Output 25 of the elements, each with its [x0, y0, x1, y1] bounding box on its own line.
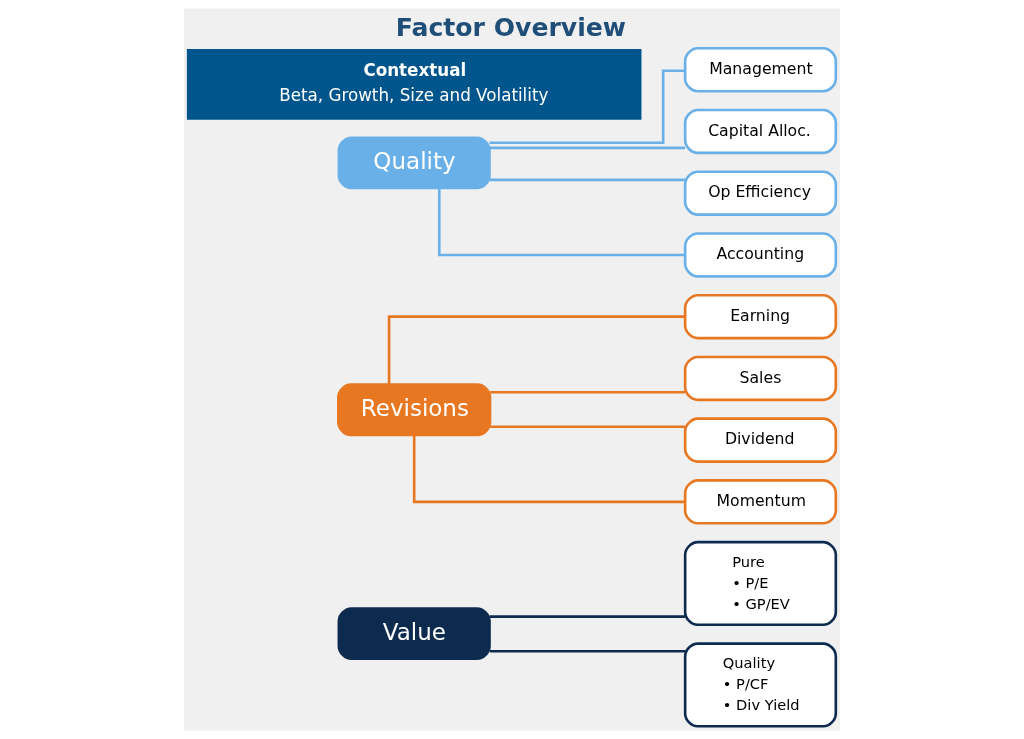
connector [489, 615, 686, 618]
connector [490, 390, 685, 394]
node-box: Quality [337, 136, 491, 190]
node-box: Quality • P/CF • Div Yield [683, 642, 838, 728]
node-box: Accounting [683, 232, 838, 278]
node-box: Management [683, 47, 838, 93]
connector [438, 188, 685, 257]
connector [489, 69, 685, 145]
node-box: Dividend [683, 417, 838, 463]
connector [489, 649, 686, 653]
node-box: Pure • P/E • GP/EV [683, 540, 838, 627]
connector [490, 425, 685, 429]
node-box: Contextual Beta, Growth, Size and Volatility [186, 49, 642, 120]
node-box: Revisions [337, 383, 492, 437]
connector [489, 146, 686, 150]
node-box: Sales [683, 355, 838, 402]
node-box: Earning [683, 293, 838, 340]
node-box: Op Efficiency [683, 170, 838, 216]
diagram-title: Factor Overview [395, 12, 627, 42]
node-box: Momentum [683, 479, 838, 525]
connector [489, 178, 686, 182]
node-box: Value [337, 607, 491, 661]
connector [387, 315, 685, 385]
connector [412, 434, 685, 504]
node-box: Capital Alloc. [683, 108, 838, 155]
